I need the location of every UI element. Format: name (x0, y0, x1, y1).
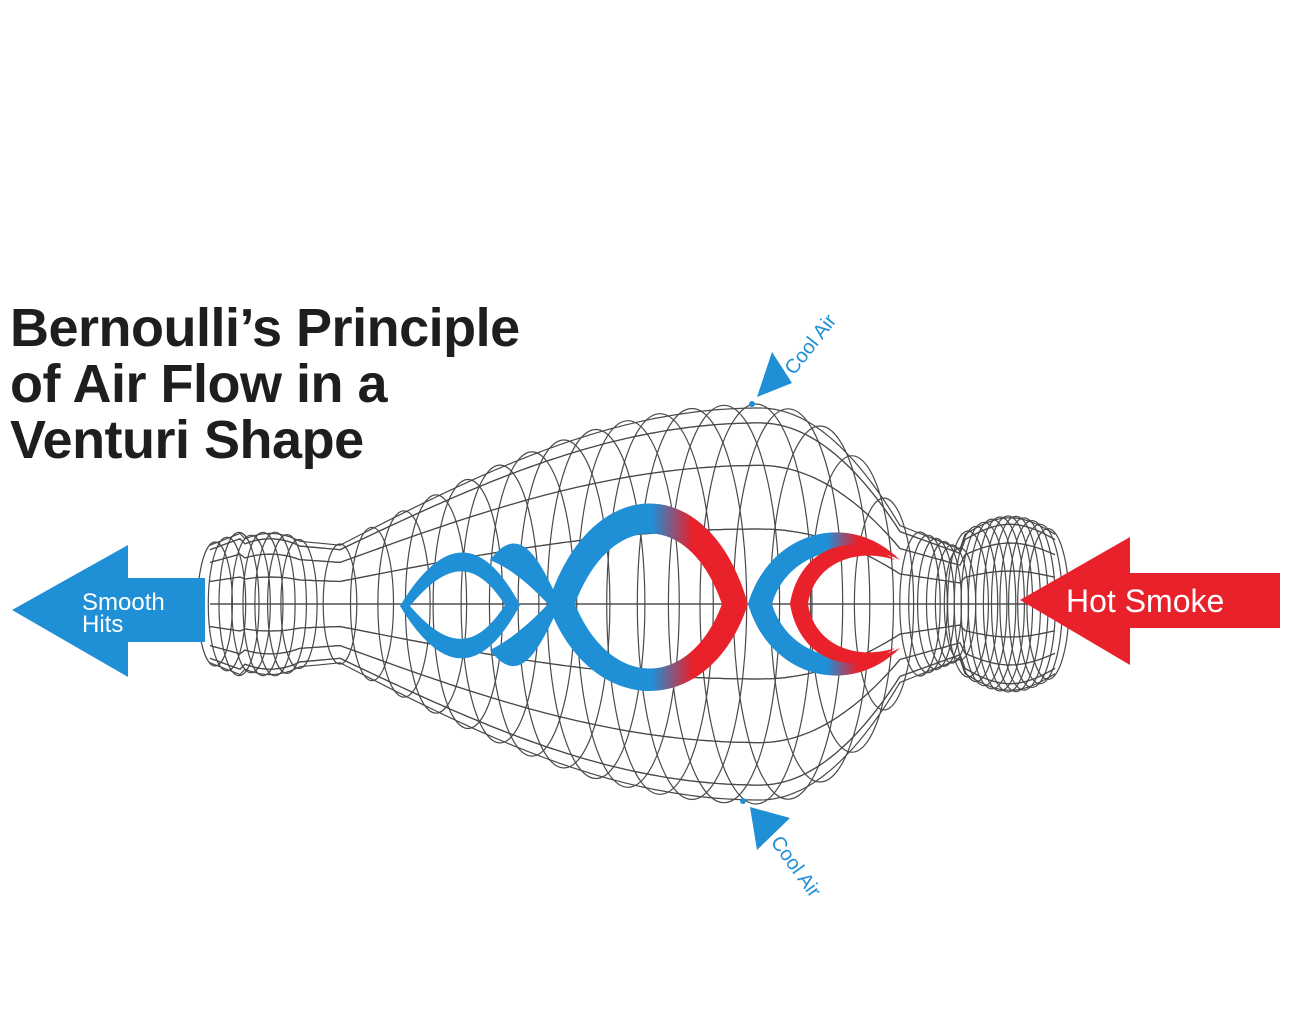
wire-cross-section (218, 531, 260, 677)
wire-cross-section (967, 518, 1017, 690)
wire-cross-section (322, 543, 358, 665)
smooth-hits-label-line1: Smooth (82, 589, 165, 616)
wire-cross-section (280, 538, 318, 670)
red-flow-crescent (748, 532, 900, 676)
diagram-title: Bernoulli’s Principle of Air Flow in a V… (10, 300, 520, 468)
blue-flow-main-loop (548, 503, 748, 691)
wire-cross-section (899, 531, 941, 677)
smooth-hits-label-line2: Hits (82, 611, 123, 638)
title-line-2: of Air Flow in a (10, 354, 387, 414)
title-line-3: Venturi Shape (10, 410, 364, 470)
wire-cross-section (853, 497, 915, 711)
wire-cross-section (960, 521, 1008, 687)
wire-cross-section (242, 531, 284, 677)
hot-smoke-arrow: Hot Smoke (1020, 537, 1280, 665)
wire-cross-section (546, 428, 646, 780)
wire-cross-section (974, 516, 1025, 692)
cool-air-bottom-label: Cool Air (766, 832, 825, 902)
cool-air-top-label: Cool Air (781, 310, 842, 379)
wire-cross-section (254, 531, 296, 677)
wire-longitudinal-line (209, 407, 1056, 550)
wire-cross-section (667, 404, 781, 804)
title-line-1: Bernoulli’s Principle (10, 298, 520, 358)
wire-cross-section (267, 533, 308, 674)
red-flow-crescent-solid (790, 544, 895, 664)
wire-cross-section (606, 413, 714, 795)
blue-flow-left-link (490, 543, 560, 667)
cool-air-top-arrow: Cool Air (749, 310, 841, 407)
wire-cross-section (809, 455, 895, 753)
airflow-ribbons (400, 503, 900, 691)
smooth-hits-arrow: Smooth Hits (12, 545, 205, 677)
wire-cross-section (231, 534, 271, 674)
wire-cross-section (432, 478, 504, 730)
cool-air-bottom-arrow: Cool Air (740, 798, 825, 902)
hot-smoke-label: Hot Smoke (1066, 583, 1224, 619)
wire-longitudinal-line (209, 653, 1056, 786)
wire-cross-section (699, 403, 813, 805)
wire-cross-section (349, 526, 395, 682)
wire-cross-section (576, 420, 680, 788)
wire-longitudinal-line (209, 658, 1056, 801)
wire-cross-section (207, 536, 247, 672)
wire-cross-section (460, 464, 540, 744)
blue-flow-left-lobe (400, 552, 520, 659)
wire-cross-section (377, 510, 431, 698)
wire-longitudinal-line (209, 422, 1056, 555)
